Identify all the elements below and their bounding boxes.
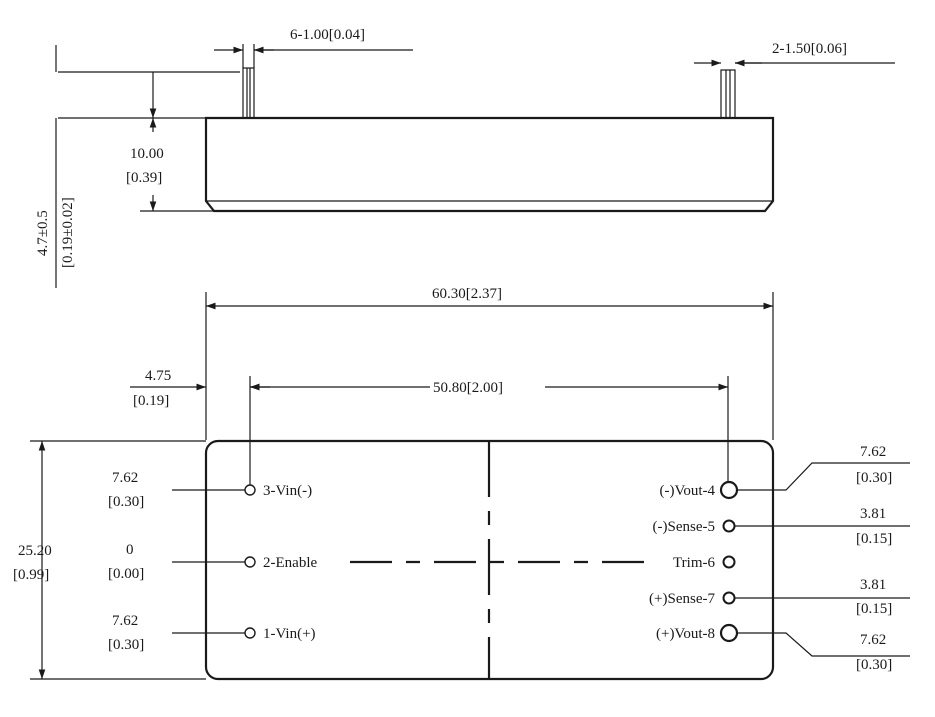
- height-dim: 10.00: [130, 146, 164, 162]
- right-dim-1: 7.62 [0.30]: [737, 444, 910, 491]
- side-pins-left: [242, 67, 255, 119]
- pin-label: (+)Vout-8: [656, 626, 715, 642]
- pin-label: (-)Sense-5: [653, 519, 715, 535]
- height-dim-in: [0.39]: [126, 170, 162, 186]
- right-pin-6: Trim-6: [673, 555, 736, 571]
- side-view: 6-1.00[0.04] 2-1.50[0.06] 10.00 [0.39] 4…: [35, 27, 895, 288]
- overall-width-dim: 60.30[2.37]: [432, 286, 502, 302]
- pin-length-dim: 4.7±0.5: [35, 210, 51, 256]
- right-dim-4: 7.62 [0.30]: [737, 632, 910, 673]
- top-view: 60.30[2.37] 50.80[2.00] 4.75 [0.19] 25.2…: [13, 286, 910, 681]
- pin-label: 2-Enable: [263, 555, 317, 571]
- left-pin-1: 1-Vin(+) 7.62 [0.30]: [108, 613, 316, 653]
- pin-dim: 0: [126, 542, 134, 558]
- overall-height-dim: 25.20: [18, 543, 52, 559]
- right-dim-2: 3.81 [0.15]: [735, 506, 910, 547]
- right-pin-7: (+)Sense-7: [649, 591, 736, 607]
- pin-label: 1-Vin(+): [263, 626, 316, 642]
- pin-dim: 3.81: [860, 506, 886, 522]
- pin-dim-in: [0.15]: [856, 531, 892, 547]
- pin-dim-in: [0.30]: [108, 637, 144, 653]
- pin-dim-in: [0.30]: [108, 494, 144, 510]
- left-pin-2: 2-Enable 0 [0.00]: [108, 542, 317, 582]
- overall-height-dim-in: [0.99]: [13, 567, 49, 583]
- pin-dim: 7.62: [860, 632, 886, 648]
- right-pin-5: (-)Sense-5: [653, 519, 736, 535]
- module-body-side: [204, 116, 775, 213]
- pin-dim: 7.62: [860, 444, 886, 460]
- pin-dim-in: [0.30]: [856, 470, 892, 486]
- pin-dim-in: [0.15]: [856, 601, 892, 617]
- pin-label: (-)Vout-4: [659, 483, 715, 499]
- right-dim-3: 3.81 [0.15]: [735, 577, 910, 617]
- edge-offset-dim: 4.75: [145, 368, 171, 384]
- pin-label: 3-Vin(-): [263, 483, 312, 499]
- pin-spec-left-label: 6-1.00[0.04]: [290, 27, 365, 43]
- pin-dim: 7.62: [112, 613, 138, 629]
- pin-dim: 7.62: [112, 470, 138, 486]
- right-pin-4: (-)Vout-4: [659, 480, 739, 500]
- right-pin-8: (+)Vout-8: [656, 623, 739, 643]
- pin-label: Trim-6: [673, 555, 715, 571]
- pin-dim-in: [0.30]: [856, 657, 892, 673]
- pin-dim: 3.81: [860, 577, 886, 593]
- pin-dim-in: [0.00]: [108, 566, 144, 582]
- edge-offset-dim-in: [0.19]: [133, 393, 169, 409]
- pin-label: (+)Sense-7: [649, 591, 715, 607]
- pin-length-dim-in: [0.19±0.02]: [60, 197, 76, 268]
- side-pins-right: [720, 69, 736, 119]
- pin-row-spacing-dim: 50.80[2.00]: [433, 380, 503, 396]
- left-pin-3: 3-Vin(-) 7.62 [0.30]: [108, 470, 312, 510]
- pin-spec-right-label: 2-1.50[0.06]: [772, 41, 847, 57]
